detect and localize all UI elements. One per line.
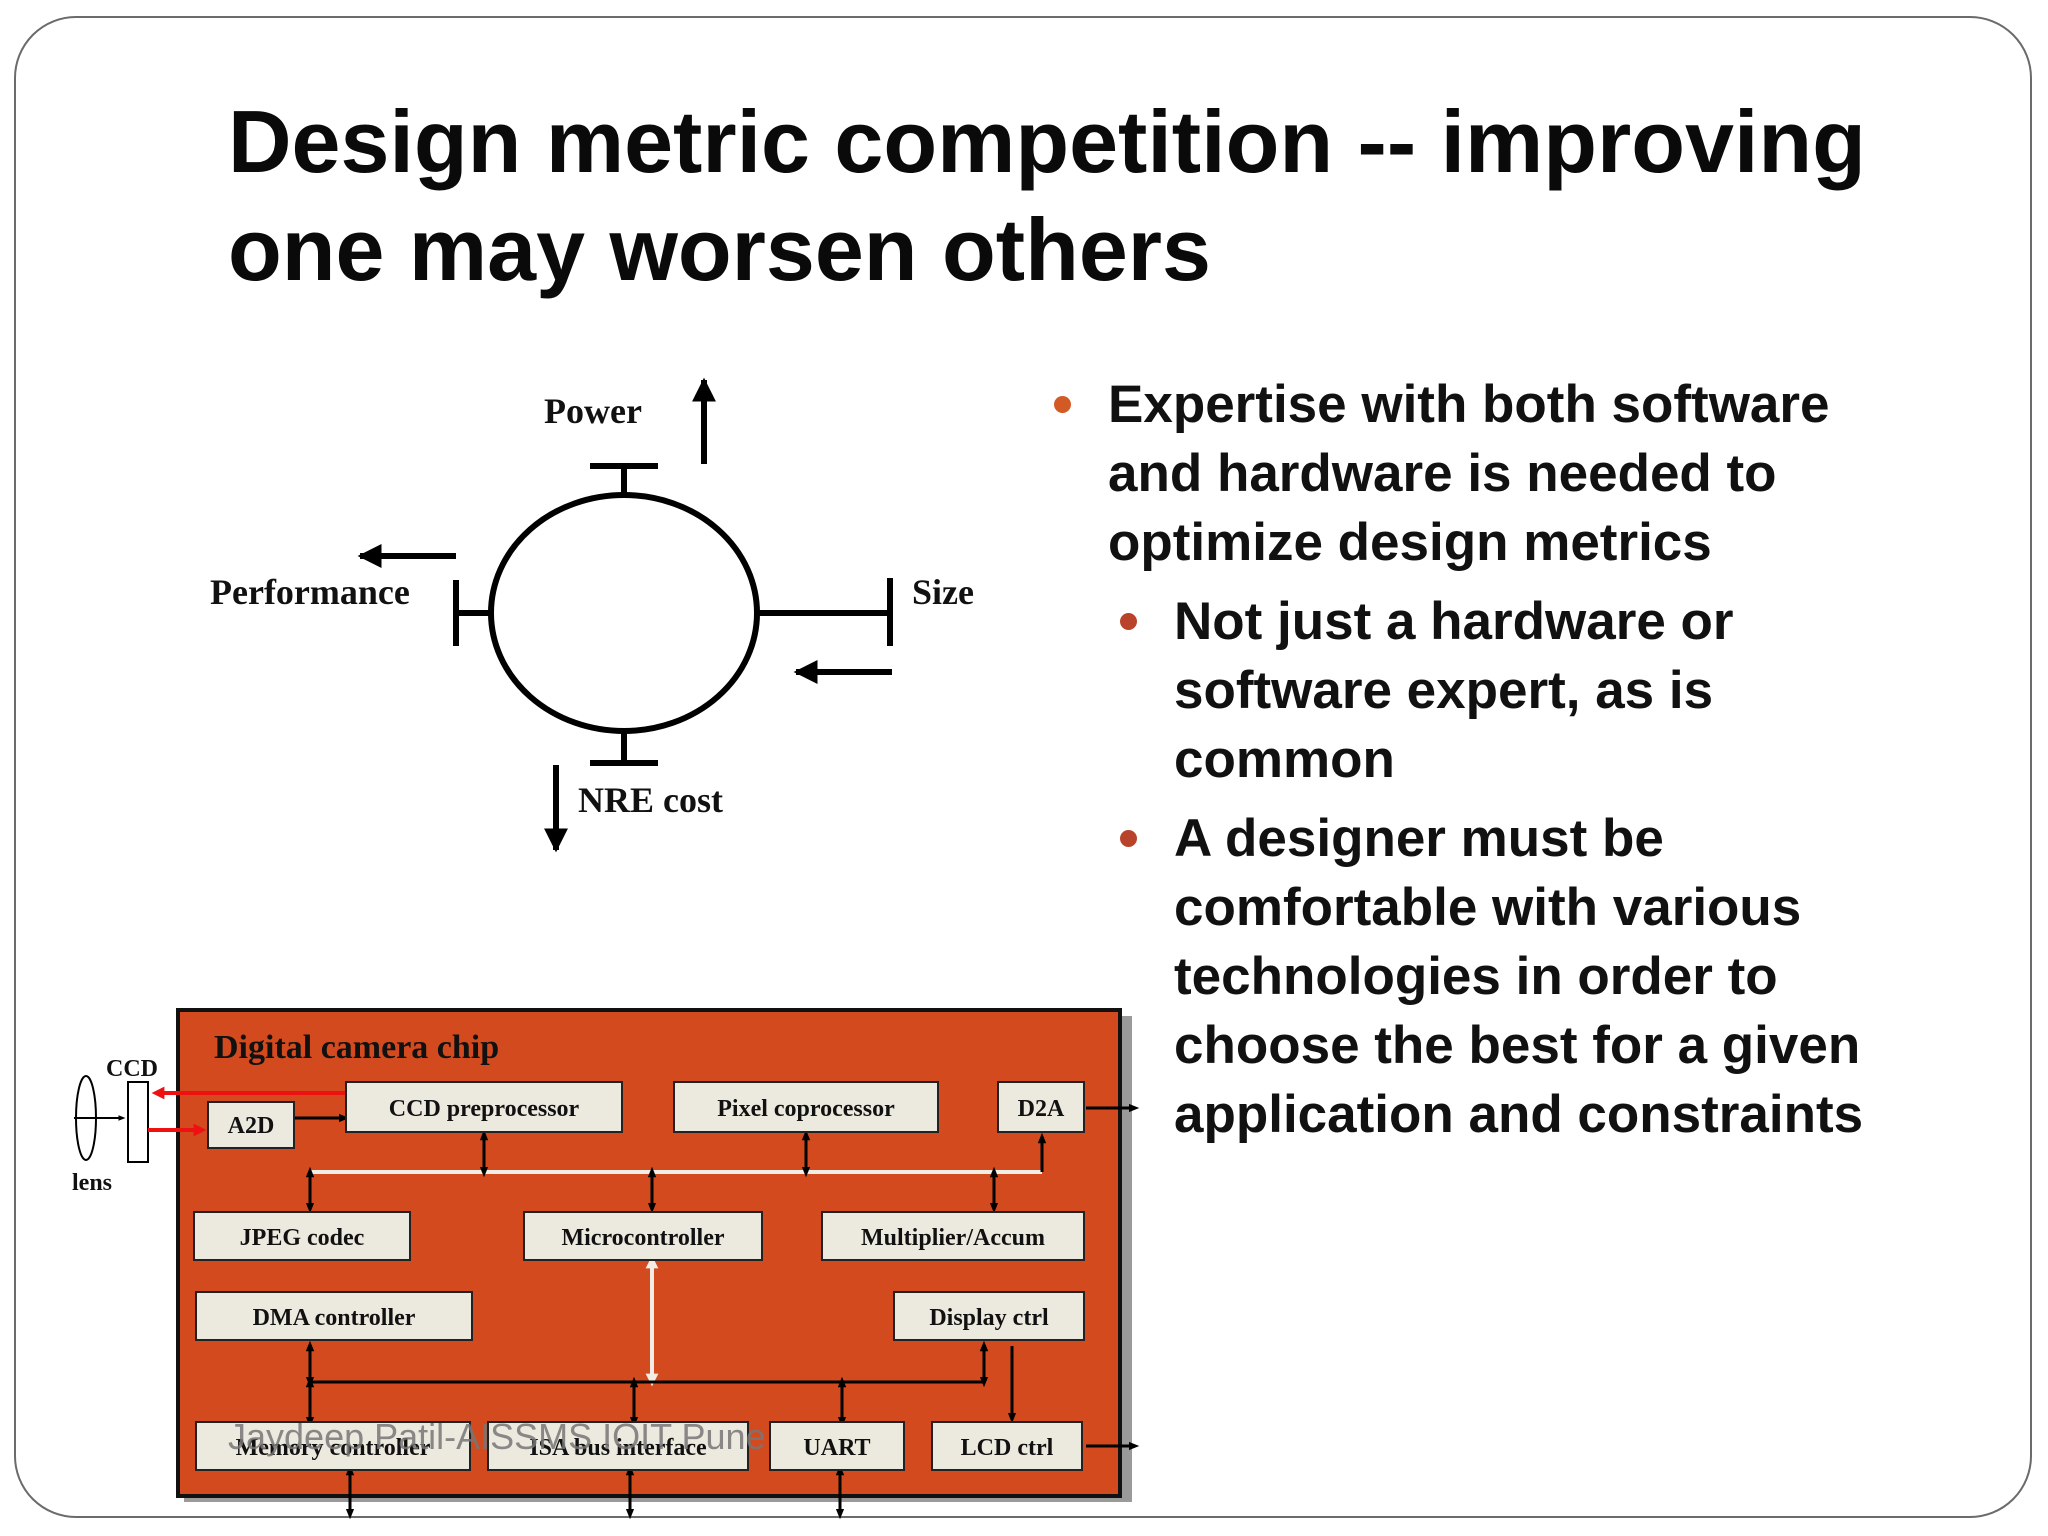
bullet-dot: [1120, 613, 1137, 630]
title-line-2: one may worsen others: [228, 200, 1211, 299]
pixel-coprocessor-block: Pixel coprocessor: [673, 1081, 939, 1133]
bullet-sub2-line-1: A designer must be: [1174, 809, 1664, 868]
ccd-label: CCD: [106, 1056, 158, 1082]
bullet-sub2-line-4: choose the best for a given: [1174, 1016, 1861, 1075]
ccd-preprocessor-label: CCD preprocessor: [389, 1096, 580, 1122]
ccd-preprocessor-block: CCD preprocessor: [345, 1081, 623, 1133]
d2a-label: D2A: [1018, 1096, 1065, 1122]
bullet-main-line-1: Expertise with both software: [1108, 375, 1830, 434]
camera-chip-diagram: Digital camera chip CCD lens A2D CCD pre…: [72, 1008, 1140, 1520]
performance-label: Performance: [210, 572, 410, 612]
microcontroller-block: Microcontroller: [523, 1211, 763, 1261]
bullet-list: Expertise with both software and hardwar…: [1050, 370, 2010, 1149]
bullet-sub2-line-5: application and constraints: [1174, 1085, 1864, 1144]
jpeg-codec-label: JPEG codec: [240, 1225, 365, 1251]
lcd-ctrl-label: LCD ctrl: [961, 1435, 1054, 1461]
isa-bus-interface-label: ISA bus interface: [529, 1435, 707, 1461]
memory-controller-block: Memory controller: [195, 1421, 471, 1471]
bullet-main-line-3: optimize design metrics: [1108, 513, 1712, 572]
multiplier-accum-block: Multiplier/Accum: [821, 1211, 1085, 1261]
bullet-sub-2: A designer must be comfortable with vari…: [1112, 804, 2010, 1149]
bullet-sub-1: Not just a hardware or software expert, …: [1112, 587, 2010, 794]
memory-controller-label: Memory controller: [236, 1435, 431, 1461]
bullet-sub1-line-1: Not just a hardware or: [1174, 592, 1734, 651]
nre-cost-label: NRE cost: [578, 780, 723, 820]
bullet-sub2-line-2: comfortable with various: [1174, 878, 1802, 937]
microcontroller-label: Microcontroller: [561, 1225, 724, 1251]
display-ctrl-label: Display ctrl: [929, 1305, 1049, 1331]
slide-frame: [14, 16, 2032, 1518]
size-label: Size: [912, 572, 974, 612]
slide-title: Design metric competition -- improving o…: [228, 88, 2008, 304]
bullet-main: Expertise with both software and hardwar…: [1050, 370, 2010, 577]
power-label: Power: [544, 391, 642, 431]
bullet-dot: [1120, 830, 1137, 847]
a2d-block: A2D: [207, 1101, 295, 1149]
title-line-1: Design metric competition -- improving: [228, 92, 1866, 191]
uart-label: UART: [803, 1435, 870, 1461]
bullet-sub1-line-3: common: [1174, 730, 1395, 789]
a2d-label: A2D: [228, 1113, 275, 1139]
isa-bus-interface-block: ISA bus interface: [487, 1421, 749, 1471]
dma-controller-label: DMA controller: [253, 1305, 416, 1331]
ccd-sensor-icon: [127, 1081, 149, 1163]
jpeg-codec-block: JPEG codec: [193, 1211, 411, 1261]
bullet-sub2-line-3: technologies in order to: [1174, 947, 1778, 1006]
bullet-main-line-2: and hardware is needed to: [1108, 444, 1777, 503]
pixel-coprocessor-label: Pixel coprocessor: [717, 1096, 895, 1122]
uart-block: UART: [769, 1421, 905, 1471]
metrics-circle: [488, 492, 760, 734]
design-metrics-diagram: Power Performance Size NRE cost: [210, 377, 974, 853]
chip-title: Digital camera chip: [214, 1029, 499, 1066]
dma-controller-block: DMA controller: [195, 1291, 473, 1341]
slide-footer: Jaydeep Patil-AISSMS IOIT Pune: [228, 1416, 766, 1457]
bullet-dot: [1054, 396, 1071, 413]
bullet-sub1-line-2: software expert, as is: [1174, 661, 1714, 720]
lens-label: lens: [72, 1170, 112, 1196]
display-ctrl-block: Display ctrl: [893, 1291, 1085, 1341]
multiplier-accum-label: Multiplier/Accum: [861, 1225, 1045, 1251]
d2a-block: D2A: [997, 1081, 1085, 1133]
lcd-ctrl-block: LCD ctrl: [931, 1421, 1083, 1471]
